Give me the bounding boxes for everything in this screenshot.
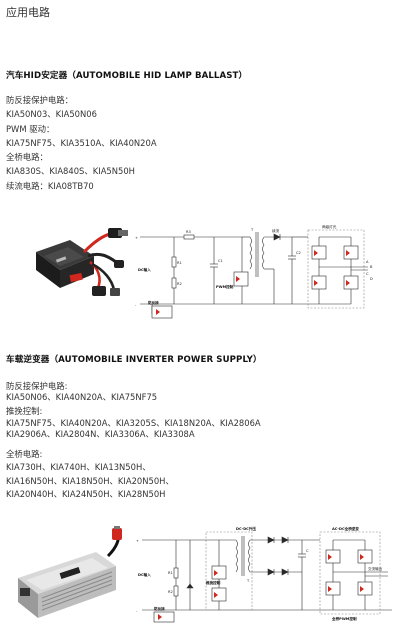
hid-freewheel-label: 续流 (272, 228, 280, 233)
inverter-component-list: 防反接保护电路: KIA50N06、KIA40N20A、KIA75NF75 推挽… (6, 381, 261, 502)
hid-ballast-photo (36, 228, 128, 296)
inverter-line: 全桥电路: (6, 449, 43, 460)
hid-r3-label: R3 (186, 230, 191, 234)
inverter-line: KIA50N06、KIA40N20A、KIA75NF75 (6, 392, 158, 403)
hid-line: 防反接保护电路： (6, 95, 73, 105)
hid-out-b-label: B (370, 265, 373, 269)
hid-out-a-label: A (366, 260, 369, 264)
inv-dcdc-label: DC-DC升压 (236, 526, 256, 531)
hid-t-label: T (250, 228, 254, 232)
hid-line: 全桥电路： (6, 152, 48, 163)
inv-ac-out-label: 交流输出 (368, 566, 383, 571)
hid-minus-label: - (135, 303, 137, 307)
inverter-line: KIA2906A、KIA2804N、KIA3306A、KIA3308A (6, 428, 195, 439)
page-title: 应用电路 (6, 6, 50, 19)
hid-section-title: 汽车HID安定器（AUTOMOBILE HID LAMP BALLAST） (6, 71, 248, 81)
inv-plus-label: + (136, 539, 139, 543)
inverter-line: KIA730H、KIA740H、KIA13N50H、 (6, 462, 151, 473)
inv-minus-label: - (136, 609, 138, 613)
hid-schematic: + - R3 R1 R2 C1 C2 T 续流 两级灯光 DC输入 PWM控制 … (135, 224, 373, 319)
hid-bridge-label: 两级灯光 (322, 224, 337, 229)
hid-r1-label: R1 (177, 261, 182, 265)
hid-line: KIA830S、KIA840S、KIA5N50H (6, 166, 135, 177)
hid-line: KIA75NF75、KIA3510A、KIA40N20A (6, 137, 157, 148)
inv-t-label: T (246, 579, 250, 583)
inv-r2-label: R2 (168, 590, 173, 594)
hid-line: 续流电路：KIA08TB70 (6, 180, 94, 191)
hid-line: PWM 驱动： (6, 123, 55, 134)
inverter-section-title: 车载逆变器（AUTOMOBILE INVERTER POWER SUPPLY） (6, 355, 262, 365)
hid-pwm-label: PWM控制 (216, 284, 234, 289)
inverter-line: 推挽控制: (6, 406, 43, 417)
inv-c-label: C (306, 549, 309, 553)
hid-c2-label: C2 (296, 251, 301, 255)
hid-c1-label: C1 (218, 259, 223, 263)
inverter-line: KIA20N40H、KIA24N50H、KIA28N50H (6, 489, 166, 500)
inv-acdc-label: AC-DC全桥逆变 (332, 526, 359, 531)
inverter-line: KIA75NF75、KIA40N20A、KIA3205S、KIA18N20A、K… (6, 417, 261, 428)
hid-out-c-label: C (366, 272, 369, 276)
hid-out-d-label: D (370, 277, 373, 281)
hid-reverse-label: 防反接 (148, 300, 159, 305)
hid-line: KIA50N03、KIA50N06 (6, 109, 97, 120)
inverter-photo (18, 526, 122, 618)
hid-component-list: 防反接保护电路： KIA50N03、KIA50N06 PWM 驱动： KIA75… (6, 93, 157, 193)
inverter-line: KIA16N50H、KIA18N50H、KIA20N50H、 (6, 475, 174, 486)
hid-plus-label: + (135, 236, 138, 240)
hid-r2-label: R2 (177, 282, 182, 286)
inverter-line: 防反接保护电路: (6, 381, 68, 391)
inv-pwm-full-label: 全桥PWM控制 (331, 616, 357, 621)
inv-pushpull-label: 推挽控制 (206, 580, 221, 585)
hid-dc-in-label: DC输入 (138, 267, 151, 272)
inv-dc-in-label: DC输入 (138, 572, 151, 577)
inv-r1-label: R1 (168, 571, 173, 575)
inverter-schematic: + - R1 R2 C T DC-DC升压 AC-DC全桥逆变 推挽控制 交流输… (136, 526, 392, 623)
inv-reverse-label: 防反接 (154, 606, 165, 611)
